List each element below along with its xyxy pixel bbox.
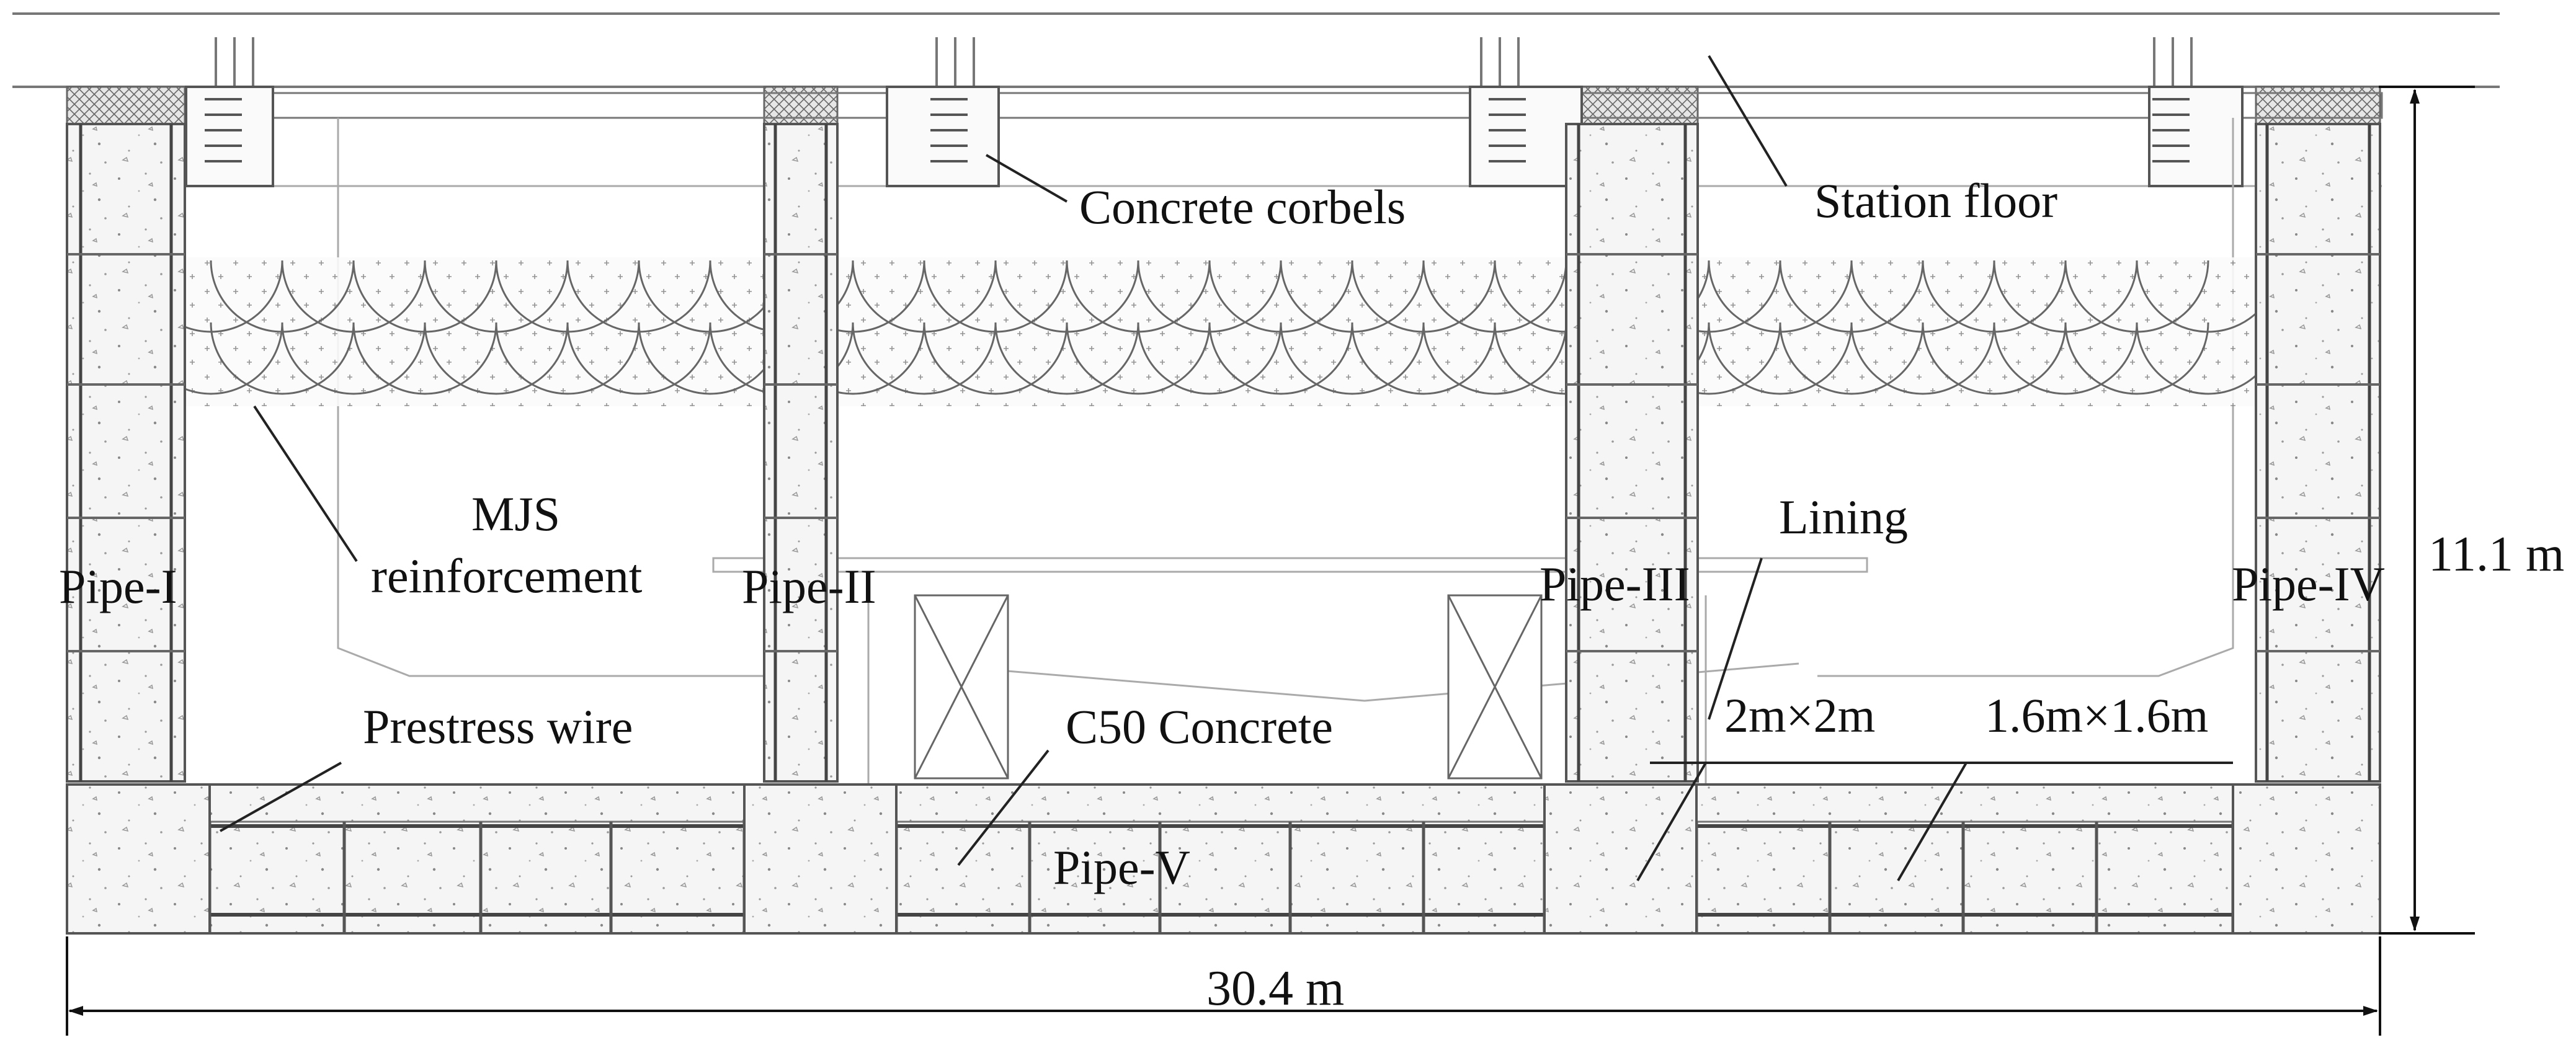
station-slab xyxy=(185,92,2383,187)
label-mjs-line1: MJS xyxy=(471,487,560,541)
mjs-scallop-arc xyxy=(352,322,497,395)
label-size-1-6m: 1.6m×1.6m xyxy=(1985,688,2208,742)
label-pipe-2: Pipe-II xyxy=(742,559,876,613)
label-pipe-1: Pipe-I xyxy=(59,559,177,613)
mjs-scallop-arc xyxy=(495,322,640,395)
mjs-scallop-arc xyxy=(994,322,1139,395)
bottom-corner-blocks xyxy=(66,783,2381,935)
leader-lines xyxy=(220,55,2233,882)
label-pipe-5: Pipe-V xyxy=(1053,840,1190,894)
mjs-reinforcement-zone xyxy=(133,257,2307,406)
label-lining: Lining xyxy=(1779,490,1908,544)
pipe-1-body xyxy=(66,123,186,783)
label-prestress-wire: Prestress wire xyxy=(363,700,633,753)
mjs-scallop-arc xyxy=(1351,322,1496,395)
mjs-scallop-arc xyxy=(210,322,355,395)
mjs-scallop-arc xyxy=(424,322,569,395)
label-mjs-line2: reinforcement xyxy=(371,549,643,603)
label-size-2m: 2m×2m xyxy=(1724,688,1875,742)
label-c50-concrete: C50 Concrete xyxy=(1066,700,1333,753)
mjs-scallop-arc xyxy=(1422,322,1567,395)
mjs-scallop-arc xyxy=(923,322,1068,395)
corbel-columns xyxy=(215,37,2193,186)
mjs-scallop-arc xyxy=(1850,322,1995,395)
width-dimension xyxy=(66,936,2381,1036)
label-pipe-4: Pipe-IV xyxy=(2232,557,2385,611)
label-concrete-corbels: Concrete corbels xyxy=(1079,180,1406,234)
mjs-scallop-arc xyxy=(1137,322,1282,395)
c50-concrete-boxes xyxy=(914,594,1543,780)
pipe-5-body xyxy=(66,783,2381,935)
mjs-scallop-arc xyxy=(1922,322,2067,395)
pipe-4-body xyxy=(2255,123,2381,783)
ground-lines xyxy=(12,12,2500,88)
mjs-scallop-arc xyxy=(1208,322,1353,395)
label-height-dimension: 11.1 m xyxy=(2428,527,2564,582)
label-station-floor: Station floor xyxy=(1814,174,2057,228)
mjs-scallop-arc xyxy=(566,322,711,395)
pipe-3-body xyxy=(1565,123,1699,783)
pipe-2-body xyxy=(763,123,839,783)
mjs-scallop-arc xyxy=(1993,322,2138,395)
mjs-scallop-arc xyxy=(852,322,997,395)
height-dimension xyxy=(2379,86,2475,935)
mjs-scallop-arc xyxy=(2064,322,2209,395)
label-width-dimension: 30.4 m xyxy=(1206,961,1344,1016)
concrete-corbels xyxy=(185,86,2244,187)
mjs-scallop-arc xyxy=(1280,322,1425,395)
mjs-scallop-arc xyxy=(1066,322,1211,395)
mjs-scallop-arc xyxy=(1708,322,1853,395)
mjs-scallop-arc xyxy=(281,322,426,395)
label-pipe-3: Pipe-III xyxy=(1540,557,1690,611)
mjs-scallop-arc xyxy=(1779,322,1924,395)
